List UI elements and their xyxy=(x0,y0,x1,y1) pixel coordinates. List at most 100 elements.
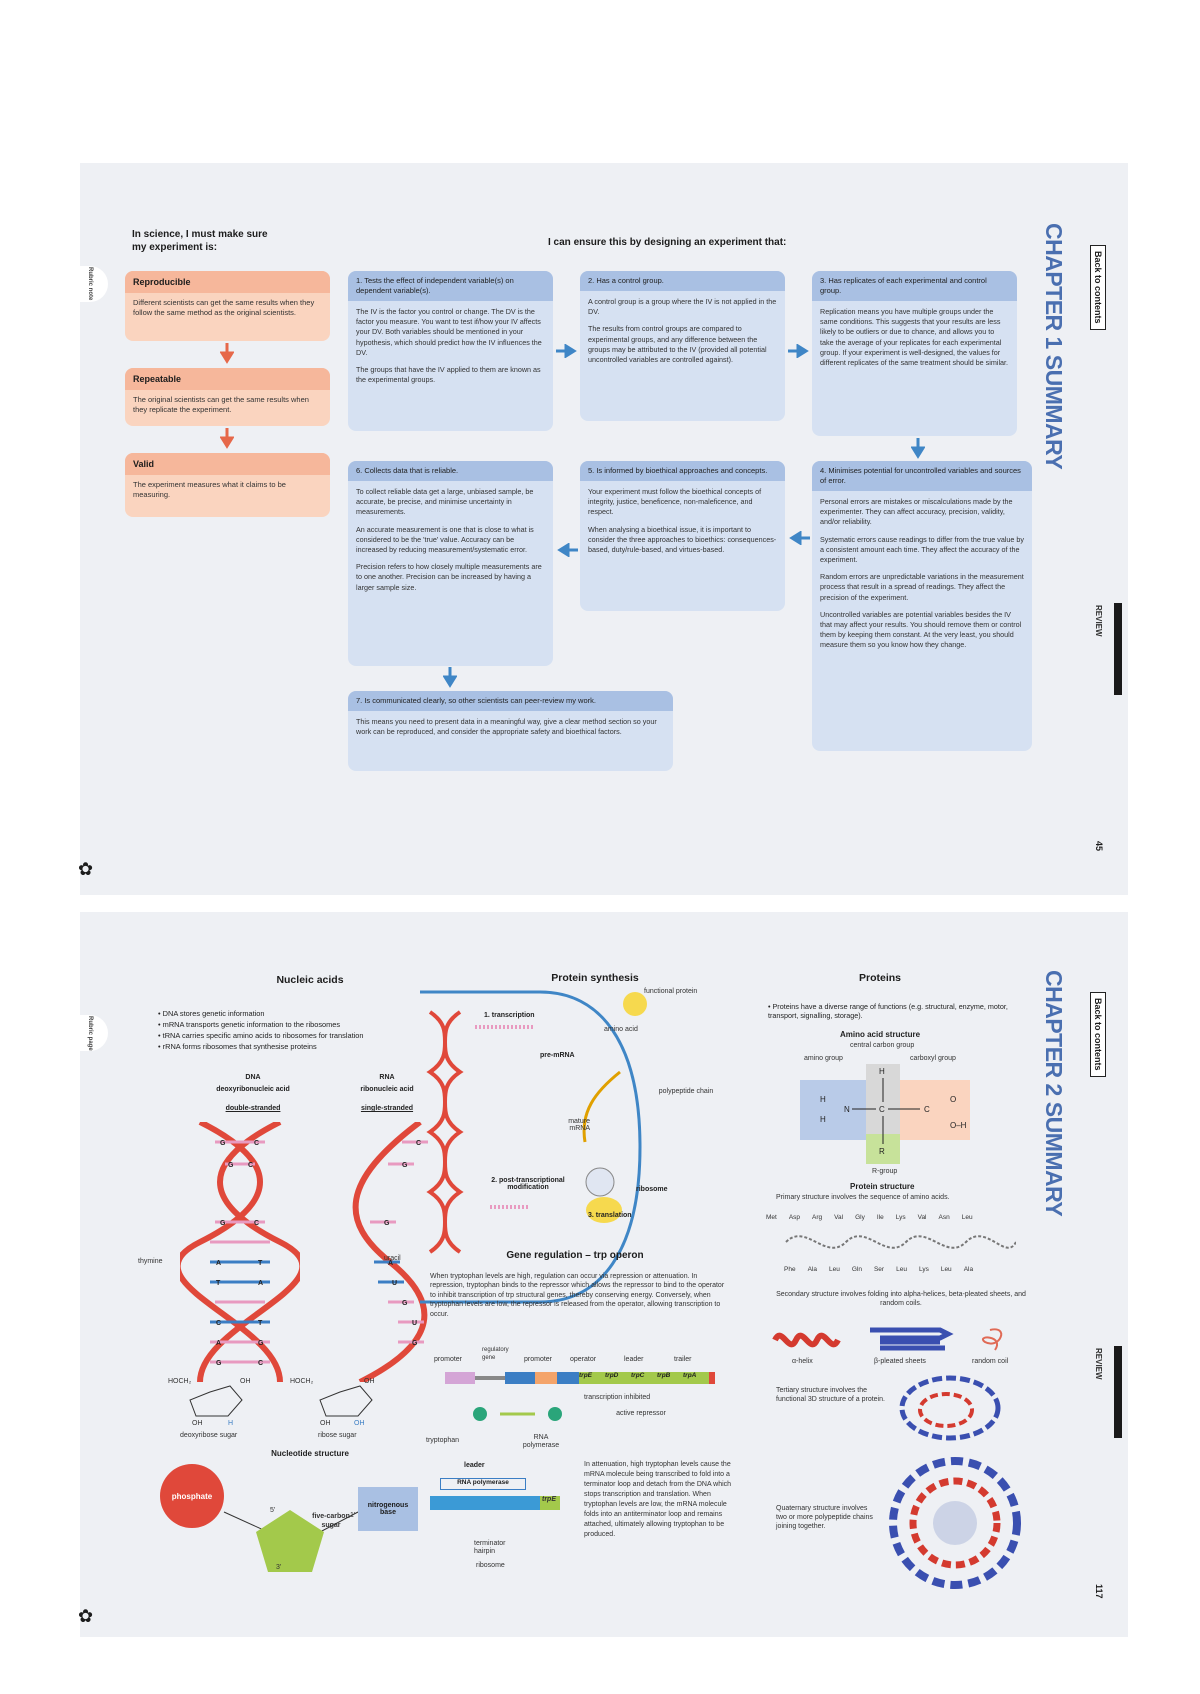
dna-strand-label: double-stranded xyxy=(225,1105,281,1112)
rubric-tab[interactable]: Rubric page xyxy=(72,1015,108,1051)
trp-operon-strand xyxy=(445,1372,715,1384)
left-arrow-icon xyxy=(557,543,578,557)
svg-text:H: H xyxy=(879,1067,885,1076)
down-arrow-icon xyxy=(220,428,234,449)
mascot-icon: ✿ xyxy=(78,859,94,879)
right-arrow-icon xyxy=(788,344,809,358)
aa-label: Leu xyxy=(828,1266,840,1273)
back-to-contents-link[interactable]: Back to contents xyxy=(1090,245,1106,330)
quaternary-structure-icon xyxy=(889,1457,1021,1589)
dna-base: G xyxy=(228,1162,234,1169)
criterion-5-p1: Your experiment must follow the bioethic… xyxy=(588,487,762,517)
criterion-2-box: 2. Has a control group. A control group … xyxy=(580,271,785,421)
review-bar xyxy=(1114,1346,1122,1438)
dna-base: A xyxy=(258,1280,263,1287)
rubric-tab[interactable]: Rubric note xyxy=(72,266,108,302)
bullet-item: • tRNA carries specific amino acids to r… xyxy=(158,1031,364,1040)
rna-base: U xyxy=(392,1280,397,1287)
criterion-1-p2: The groups that have the IV applied to t… xyxy=(356,365,541,385)
tertiary-structure-icon xyxy=(899,1375,1001,1441)
criterion-6-box: 6. Collects data that is reliable. To co… xyxy=(348,461,553,666)
svg-text:C: C xyxy=(879,1105,885,1114)
protein-structure-title: Protein structure xyxy=(850,1182,915,1191)
dna-base: G xyxy=(220,1220,226,1227)
oh-label: OH xyxy=(320,1420,331,1427)
criterion-6-head: 6. Collects data that is reliable. xyxy=(348,461,553,481)
promoter-label: promoter xyxy=(434,1356,463,1363)
dna-base: T xyxy=(216,1280,221,1287)
amino-group-label: amino group xyxy=(804,1055,843,1062)
aa-label: Ala xyxy=(963,1266,974,1273)
regulatory-gene-label: regulatory gene xyxy=(482,1347,509,1361)
trpe-label: trpE xyxy=(542,1496,556,1503)
intro-right: I can ensure this by designing an experi… xyxy=(548,237,787,248)
criterion-4-p2: Systematic errors cause readings to diff… xyxy=(820,534,1025,565)
five-prime-label: 5' xyxy=(270,1507,276,1514)
aa-label: Asn xyxy=(938,1214,950,1221)
criterion-1-p1: The IV is the factor you control or chan… xyxy=(356,307,542,357)
trp-genes: trpE trpD trpC trpB trpA xyxy=(579,1372,707,1379)
protein-synthesis-title: Protein synthesis xyxy=(551,972,639,984)
criterion-1-head: 1. Tests the effect of independent varia… xyxy=(348,271,553,301)
rna-strand-label: single-stranded xyxy=(360,1105,414,1112)
svg-text:O: O xyxy=(950,1095,956,1104)
criterion-4-p4: Uncontrolled variables are potential var… xyxy=(820,609,1022,650)
right-arrow-icon xyxy=(556,344,577,358)
tertiary-structure-text: Tertiary structure involves the function… xyxy=(776,1387,885,1403)
criterion-7-head: 7. Is communicated clearly, so other sci… xyxy=(348,691,673,711)
proteins-bullet: • Proteins have a diverse range of funct… xyxy=(768,1002,1008,1020)
criterion-2-p2: The results from control groups are comp… xyxy=(588,324,767,365)
aa-label: Arg xyxy=(812,1214,823,1221)
oh-label: OH xyxy=(364,1378,375,1385)
amino-acid-structure: HCR NHH COO–H xyxy=(800,1064,970,1164)
r-group-label: R-group xyxy=(872,1168,898,1175)
chapter-title: CHAPTER 2 SUMMARY xyxy=(1041,970,1067,1217)
criterion-4-head: 4. Minimises potential for uncontrolled … xyxy=(812,461,1032,491)
polypeptide-label: polypeptide chain xyxy=(658,1088,714,1095)
one-prime-label: 1' xyxy=(350,1512,356,1519)
thymine-label: thymine xyxy=(138,1258,163,1265)
svg-text:O–H: O–H xyxy=(950,1121,967,1130)
hoch2-label: HOCH₂ xyxy=(168,1378,192,1385)
criterion-3-head: 3. Has replicates of each experimental a… xyxy=(812,271,1017,301)
hoch2-label: HOCH₂ xyxy=(290,1378,314,1385)
oh-label: OH xyxy=(240,1378,251,1385)
mature-mrna-label: mature mRNA xyxy=(568,1118,590,1132)
leader-label: leader xyxy=(624,1356,644,1363)
dna-base: C xyxy=(258,1360,263,1367)
svg-text:R: R xyxy=(879,1147,885,1156)
criterion-6-p1: To collect reliable data get a large, un… xyxy=(356,487,534,517)
reproducible-title: Reproducible xyxy=(125,271,330,293)
criterion-6-p3: Precision refers to how closely multiple… xyxy=(356,562,542,592)
tryptophan-label: tryptophan xyxy=(426,1437,460,1444)
ribose-label: ribose sugar xyxy=(318,1432,357,1439)
down-arrow-icon xyxy=(220,343,234,364)
three-prime-label: 3' xyxy=(276,1564,282,1571)
dna-subtitle: deoxyribonucleic acid xyxy=(216,1086,290,1093)
dna-double-helix: G C G C G C A T T A C T A G G C xyxy=(180,1122,300,1382)
criterion-7-p1: This means you need to present data in a… xyxy=(356,717,657,737)
bullet-item: • DNA stores genetic information xyxy=(158,1009,265,1018)
mascot-icon: ✿ xyxy=(78,1606,94,1626)
aa-label: Met xyxy=(766,1214,777,1221)
gene-label: trpE xyxy=(579,1372,592,1379)
beta-sheets-label: β-pleated sheets xyxy=(874,1358,926,1365)
operator-label: operator xyxy=(570,1356,597,1363)
dna-base: T xyxy=(258,1260,263,1267)
gene-label: trpB xyxy=(657,1372,671,1379)
rna-polymerase-label: RNA polymerase xyxy=(522,1434,560,1449)
phosphate-circle: phosphate xyxy=(160,1464,224,1528)
aa-label: Leu xyxy=(896,1266,907,1273)
criterion-4-p3: Random errors are unpredictable variatio… xyxy=(820,572,1024,602)
valid-title: Valid xyxy=(125,453,330,475)
back-to-contents-link[interactable]: Back to contents xyxy=(1090,992,1106,1077)
dna-base: A xyxy=(216,1340,221,1347)
criterion-4-box: 4. Minimises potential for uncontrolled … xyxy=(812,461,1032,751)
dna-base: C xyxy=(216,1320,221,1327)
svg-text:N: N xyxy=(844,1105,850,1114)
nucleotide-links xyxy=(223,1510,359,1572)
svg-text:H: H xyxy=(820,1115,826,1124)
gene-label: trpD xyxy=(605,1372,619,1379)
